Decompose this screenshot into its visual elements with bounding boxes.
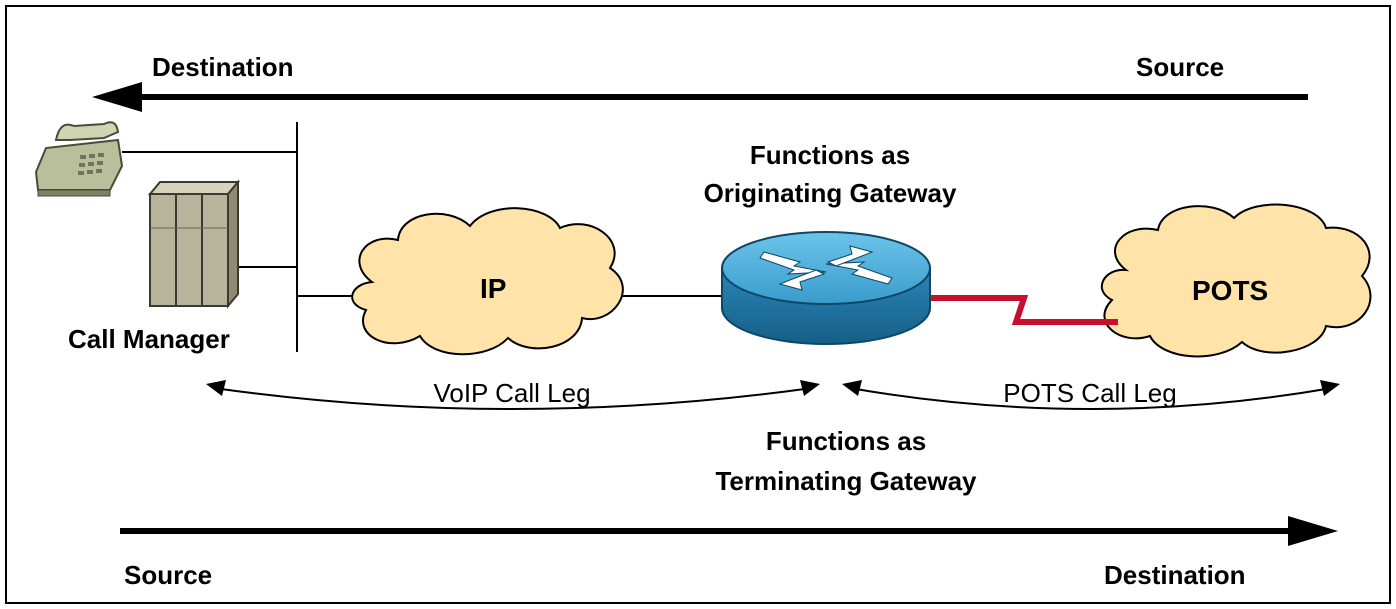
call-manager-label: Call Manager [68,324,230,354]
server-icon [147,179,241,309]
originating-label-line1: Functions as [750,140,910,170]
telephone-icon [34,121,124,197]
top-destination-label: Destination [152,52,294,82]
ip-cloud-icon [351,207,624,356]
pots-cloud-label: POTS [1192,275,1268,306]
top-direction-arrow [92,82,1308,112]
voip-call-leg-label: VoIP Call Leg [433,378,590,408]
pots-call-leg-label: POTS Call Leg [1003,378,1176,408]
top-source-label: Source [1136,52,1224,82]
lan-bus [122,122,726,352]
terminating-label-line1: Functions as [766,426,926,456]
pots-cloud-icon [1100,203,1372,358]
bottom-destination-label: Destination [1104,560,1246,590]
originating-label-line2: Originating Gateway [704,178,957,208]
pots-link [928,295,1118,325]
voip-call-leg-arrow [206,380,820,410]
terminating-label-line2: Terminating Gateway [715,466,977,496]
ip-cloud-label: IP [480,273,506,304]
bottom-direction-arrow [120,516,1338,546]
bottom-source-label: Source [124,560,212,590]
pots-call-leg-arrow [842,380,1340,410]
router-icon [721,231,931,345]
